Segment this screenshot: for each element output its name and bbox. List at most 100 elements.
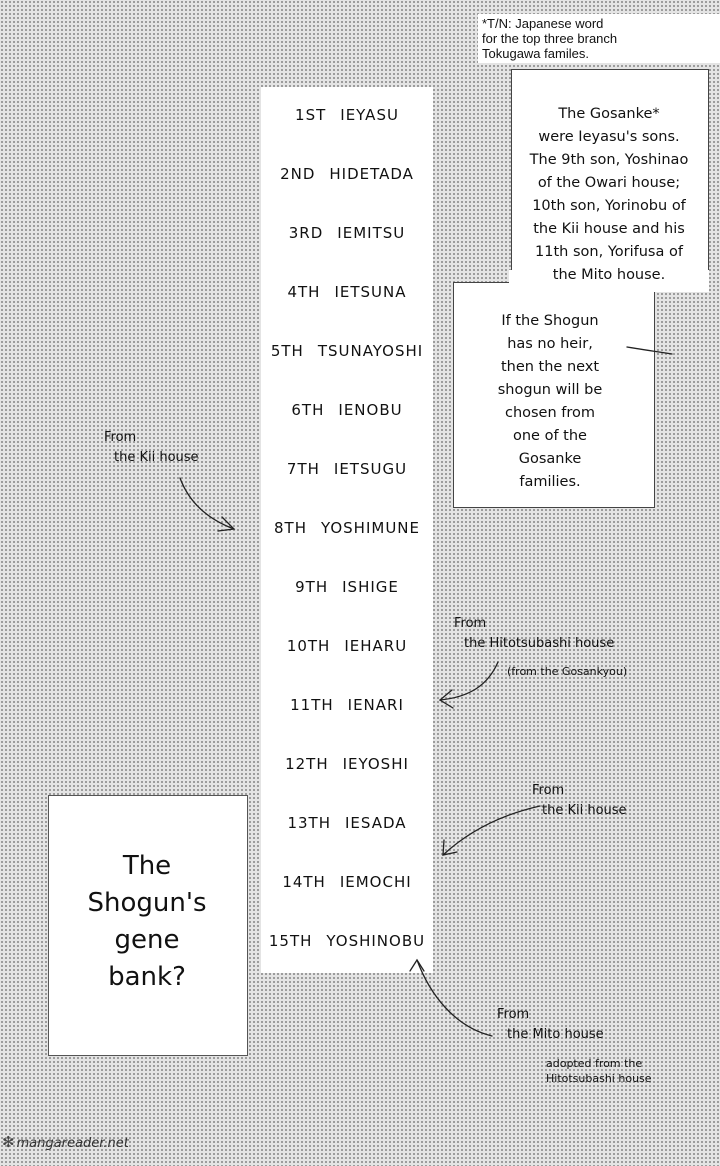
shogun-ordinal: 12TH xyxy=(285,755,329,773)
note-line: the Kii house xyxy=(542,803,627,818)
caption-line: has no heir, xyxy=(507,336,593,352)
shogun-name: IEHARU xyxy=(344,637,408,655)
shogun-ordinal: 1ST xyxy=(295,106,327,124)
heir-caption-box xyxy=(453,282,655,508)
note-line: From xyxy=(497,1007,530,1022)
shogun-ordinal: 15TH xyxy=(268,932,313,950)
note-kii-8th: From the Kii house xyxy=(104,430,199,466)
list-item: 9TH ISHIGE xyxy=(261,578,433,596)
shogun-name: IEYOSHI xyxy=(342,755,409,773)
gene-bank-box xyxy=(48,795,248,1056)
caption-line: If the Shogun xyxy=(501,313,599,329)
note-line: Hitotsubashi house xyxy=(546,1072,652,1085)
shogun-name: IETSUNA xyxy=(334,283,407,301)
shogun-ordinal: 10TH xyxy=(286,637,331,655)
list-item: 14TH IEMOCHI xyxy=(261,873,433,891)
note-gosankyou: (from the Gosankyou) xyxy=(507,665,628,678)
caption-line: The Gosanke* xyxy=(558,106,660,122)
shogun-ordinal: 13TH xyxy=(287,814,331,832)
list-item: 8TH YOSHIMUNE xyxy=(261,519,433,537)
shogun-name: IEMITSU xyxy=(337,224,406,242)
note-adopted: adopted from the Hitotsubashi house xyxy=(546,1056,652,1086)
shogun-name: ISHIGE xyxy=(342,578,399,596)
caption-line: then the next xyxy=(500,359,600,375)
arrow-to-15th-head xyxy=(409,958,425,972)
shogun-ordinal: 5TH xyxy=(270,342,304,360)
heir-caption-text: If the Shogun has no heir, then the next… xyxy=(460,310,640,494)
note-line: From xyxy=(532,783,565,798)
arrow-to-14th xyxy=(442,805,541,856)
shogun-name: IEMOCHI xyxy=(339,873,412,891)
arrow-to-11th xyxy=(439,661,499,701)
note-line: the Kii house xyxy=(114,450,199,465)
caption-line: were Ieyasu's sons. xyxy=(538,129,680,145)
note-mito-15th: From the Mito house xyxy=(497,1007,604,1043)
arrow-to-14th-head xyxy=(442,839,458,856)
shogun-ordinal: 3RD xyxy=(288,224,324,242)
arrow-to-8th xyxy=(179,477,235,530)
gosanke-caption-box xyxy=(511,69,709,283)
shogun-ordinal: 14TH xyxy=(282,873,326,891)
caption-line: of the Owari house; xyxy=(537,175,681,191)
list-item: 10TH IEHARU xyxy=(261,637,433,655)
caption-line: The 9th son, Yoshinao xyxy=(529,152,689,168)
caption-line: one of the xyxy=(513,428,587,444)
note-line: From xyxy=(454,616,487,631)
list-item: 12TH IEYOSHI xyxy=(261,755,433,773)
gene-bank-text: The Shogun's gene bank? xyxy=(48,848,246,996)
shogun-name: YOSHIMUNE xyxy=(321,519,420,537)
caption-line: chosen from xyxy=(504,405,596,421)
watermark: ✻mangareader.net xyxy=(2,1133,129,1151)
shogun-name: IESADA xyxy=(345,814,407,832)
caption-line: 10th son, Yorinobu of xyxy=(532,198,686,214)
pointer-line xyxy=(626,346,673,355)
arrow-to-15th xyxy=(416,959,493,1037)
caption-line: the Kii house and his xyxy=(533,221,685,237)
list-item: 11TH IENARI xyxy=(261,696,433,714)
star-icon: ✻ xyxy=(2,1133,15,1151)
shogun-name: IENARI xyxy=(347,696,404,714)
translator-note-line: for the top three branch xyxy=(482,31,618,46)
gosanke-caption-text: The Gosanke* were Ieyasu's sons. The 9th… xyxy=(515,103,703,287)
shogun-ordinal: 9TH xyxy=(295,578,329,596)
caption-line: families. xyxy=(519,474,581,490)
shogun-ordinal: 2ND xyxy=(280,165,316,183)
list-item: 1ST IEYASU xyxy=(261,106,433,124)
note-line: From xyxy=(104,430,137,445)
shogun-name: IETSUGU xyxy=(333,460,408,478)
shogun-ordinal: 7TH xyxy=(286,460,320,478)
note-line: adopted from the xyxy=(546,1057,643,1070)
shogun-name: IENOBU xyxy=(338,401,403,419)
caption-line: Gosanke xyxy=(518,451,582,467)
watermark-text: mangareader.net xyxy=(16,1136,129,1151)
shogun-ordinal: 8TH xyxy=(274,519,307,537)
list-item: 3RD IEMITSU xyxy=(261,224,433,242)
caption-line: bank? xyxy=(108,962,186,992)
list-item: 6TH IENOBU xyxy=(261,401,433,419)
caption-line: gene xyxy=(114,925,180,955)
note-line: the Mito house xyxy=(507,1027,604,1042)
caption-line: Shogun's xyxy=(87,888,207,918)
arrow-to-8th-head xyxy=(217,516,236,532)
caption-line: The xyxy=(122,851,172,881)
list-item: 13TH IESADA xyxy=(261,814,433,832)
shogun-name: YOSHINOBU xyxy=(326,932,426,950)
shogun-ordinal: 6TH xyxy=(291,401,325,419)
note-hitotsubashi-11th: From the Hitotsubashi house xyxy=(454,616,614,652)
translator-note: *T/N: Japanese word for the top three br… xyxy=(478,14,720,63)
caption-join xyxy=(509,270,709,292)
caption-line: 11th son, Yorifusa of xyxy=(535,244,683,260)
list-item: 15TH YOSHINOBU xyxy=(261,932,433,950)
list-item: 7TH IETSUGU xyxy=(261,460,433,478)
caption-line: shogun will be xyxy=(497,382,603,398)
note-line: the Hitotsubashi house xyxy=(464,636,615,651)
shogun-name: IEYASU xyxy=(340,106,399,124)
shogun-ordinal: 11TH xyxy=(290,696,334,714)
arrow-to-11th-head xyxy=(438,689,454,709)
translator-note-line: Tokugawa familes. xyxy=(482,46,589,61)
